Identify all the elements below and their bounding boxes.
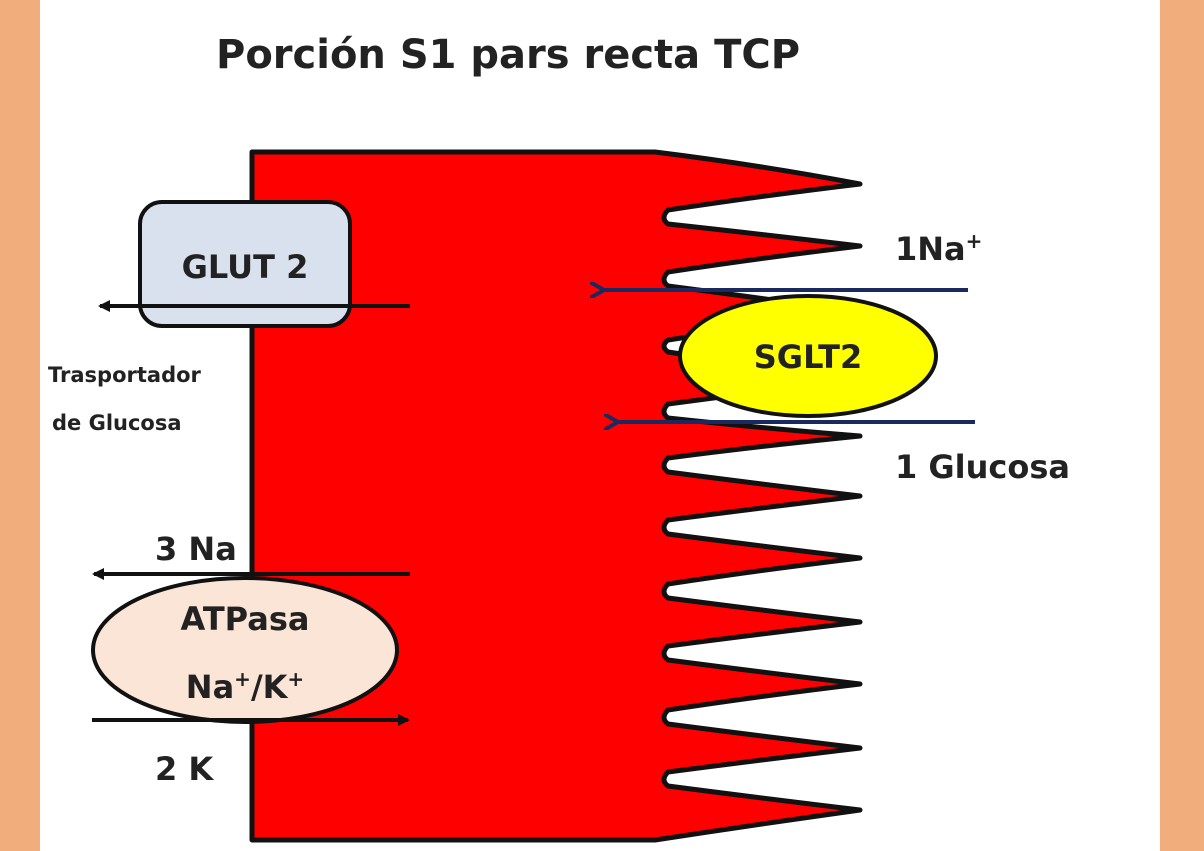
transporter-label-line2: de Glucosa (52, 411, 182, 435)
glut2-transporter (138, 200, 352, 328)
sglt2-transporter (678, 294, 938, 418)
diagram-canvas: Porción S1 pars recta TCP GLUT 2 Traspor… (40, 0, 1160, 851)
glucose-in-label: 1 Glucosa (895, 448, 1070, 486)
sodium-in-label: 1Na+ (895, 229, 982, 268)
sodium-out-label: 3 Na (155, 530, 237, 568)
transporter-label-line1: Trasportador (48, 363, 202, 387)
atpase-label-line2: Na+/K+ (186, 667, 304, 706)
glut2-label: GLUT 2 (182, 248, 309, 286)
diagram-title: Porción S1 pars recta TCP (216, 32, 800, 78)
sglt2-label: SGLT2 (754, 338, 863, 376)
atpase-label-line1: ATPasa (181, 600, 310, 638)
potassium-in-label: 2 K (155, 750, 214, 788)
